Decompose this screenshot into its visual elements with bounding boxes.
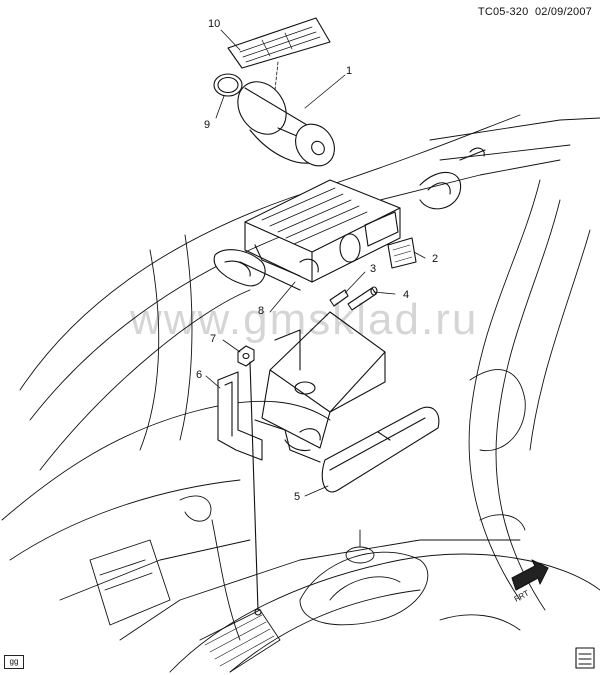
part-3-bolt: [329, 289, 349, 307]
callout-10: 10: [208, 18, 220, 30]
part-6-bracket: [217, 371, 263, 461]
callout-1: 1: [346, 65, 352, 77]
part-10-label: [227, 17, 331, 69]
corner-code: gg: [4, 655, 24, 669]
callout-9: 9: [204, 119, 210, 131]
mounting-tray: [254, 311, 386, 463]
part-1-cylinder: [237, 81, 335, 167]
callout-numbers: 10 9 1 2 3 4 7 6 8 5: [196, 18, 438, 503]
front-arrow-icon: [511, 559, 549, 591]
callout-8: 8: [258, 305, 264, 317]
callout-5: 5: [294, 491, 300, 503]
callout-3: 3: [370, 263, 376, 275]
part-7-nut: [237, 345, 255, 367]
part-8-main-unit: [213, 147, 486, 291]
watermark: www.gmsklad.ru: [130, 295, 479, 344]
mounting-cable: [249, 361, 262, 616]
doc-header: TC05-320 02/09/2007: [478, 6, 592, 18]
callout-2: 2: [432, 253, 438, 265]
document-corner-icon: [575, 647, 595, 669]
callout-7: 7: [210, 333, 216, 345]
part-9-ring: [213, 73, 243, 97]
callout-4: 4: [403, 289, 409, 301]
part-5-foam-pad: [321, 406, 440, 493]
doc-date: 02/09/2007: [534, 6, 592, 18]
doc-code: TC05-320: [477, 6, 529, 18]
part-2-label-plate: [387, 237, 417, 269]
leader-lines: [205, 29, 426, 497]
part-4-pin: [347, 286, 378, 311]
callout-6: 6: [196, 369, 202, 381]
front-arrow-label: FRT: [513, 589, 531, 604]
